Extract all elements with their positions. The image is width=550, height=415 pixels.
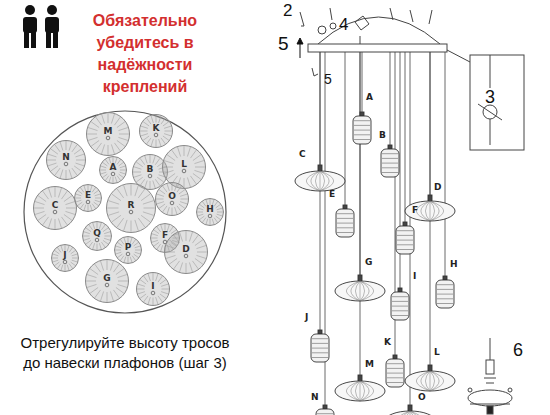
shade-assembly-detail (468, 338, 512, 414)
shade-letter: A (366, 93, 373, 103)
warning-note: Обязательно убедитесь в надёжности крепл… (75, 10, 215, 98)
shade-letter: M (365, 360, 374, 370)
up-arrow (297, 38, 303, 58)
shade-letter: I (413, 272, 416, 282)
people-icon (23, 5, 59, 48)
shade-letter: G (365, 258, 372, 268)
shade-letter: L (434, 348, 440, 358)
shade-circle: G (85, 259, 129, 303)
shade-letter: K (384, 338, 391, 348)
shade-letter: H (450, 260, 458, 270)
shade-circle: R (106, 183, 156, 233)
position-letter: P (125, 243, 132, 252)
position-letter: C (52, 201, 59, 210)
position-letter: A (110, 163, 117, 172)
shade-circle: I (136, 272, 170, 306)
callout-number: 2 (283, 2, 292, 21)
callout-number: 5 (278, 34, 289, 55)
shade-circle: E (74, 184, 102, 212)
shade-circle: A (99, 156, 127, 184)
position-letter: B (147, 165, 154, 174)
position-letter: G (103, 274, 110, 283)
callout-number: 3 (485, 88, 495, 108)
position-letter: O (168, 192, 176, 201)
position-letter: N (62, 153, 70, 162)
ceiling-plan-circle (24, 111, 226, 313)
shade-letter: F (412, 206, 418, 216)
shade-letter: C (299, 150, 306, 160)
adjust-note: Отрегулируйте высоту тросов до навески п… (15, 333, 235, 373)
position-letter: M (104, 127, 113, 136)
shade-circle: Q (82, 221, 112, 251)
shade-circle: H (196, 198, 224, 226)
detail-box (447, 50, 524, 150)
shade-letter: B (379, 131, 386, 141)
position-letter: J (63, 251, 66, 260)
suspension-wires (320, 52, 445, 405)
shade-letter: E (329, 190, 335, 200)
position-letter: F (162, 231, 168, 240)
canopy-dome (318, 17, 440, 44)
shade-circle: M (86, 112, 130, 156)
position-letter: L (181, 160, 187, 169)
position-letter: D (182, 245, 189, 254)
position-letter: Q (93, 229, 101, 238)
shade-letter: D (434, 183, 441, 193)
shade-circle: N (46, 140, 86, 180)
shade-letter: N (311, 393, 319, 403)
shade-circle: D (164, 230, 208, 274)
shade-circle: K (139, 114, 173, 148)
position-letter: H (206, 205, 214, 214)
shade-circle: C (33, 186, 77, 230)
lamp-shades (295, 112, 455, 415)
shade-letter: J (305, 313, 308, 323)
shade-circle: P (114, 236, 142, 264)
shade-letter: O (418, 393, 426, 403)
shade-circle: O (155, 182, 189, 216)
position-letter: K (153, 124, 160, 133)
shade-circle: J (51, 244, 79, 272)
callout-number: 6 (513, 341, 523, 361)
canopy-bar (308, 44, 447, 52)
position-letter: R (128, 201, 135, 210)
callout-number: 4 (339, 16, 348, 35)
position-letter: I (151, 282, 154, 291)
position-letter: E (85, 191, 91, 200)
callout-number: 5 (324, 72, 332, 87)
